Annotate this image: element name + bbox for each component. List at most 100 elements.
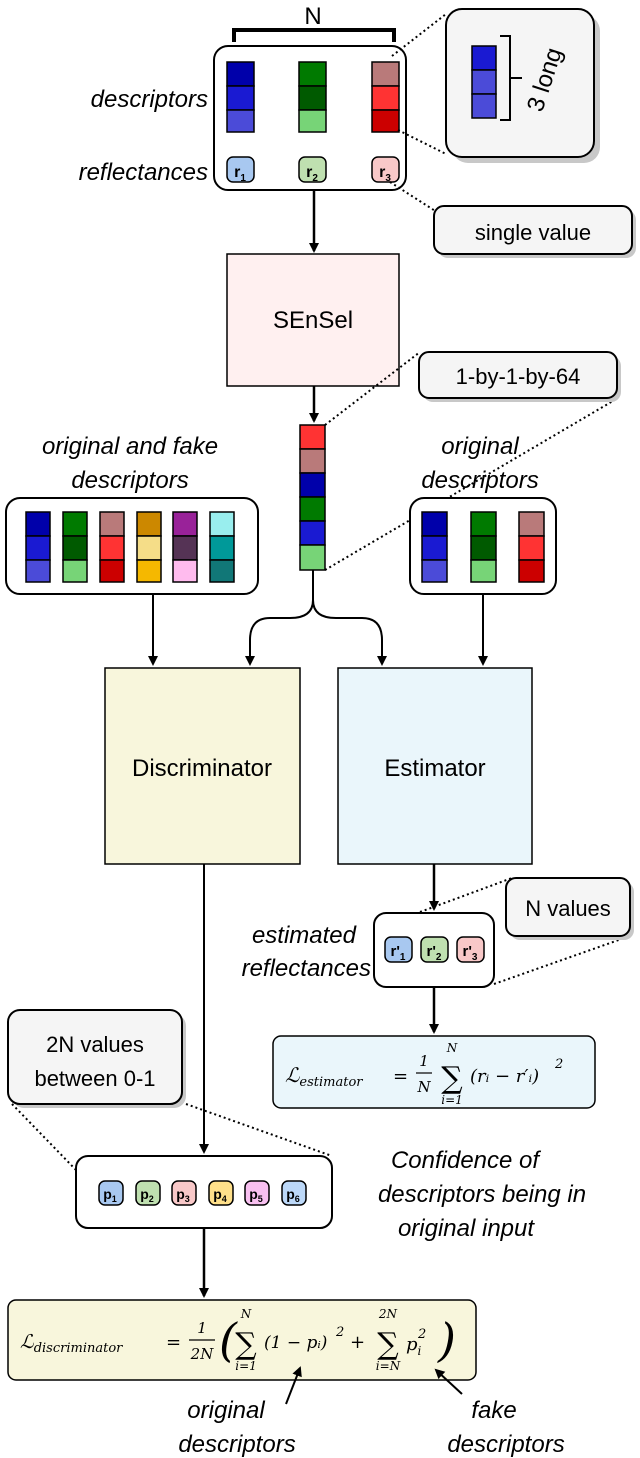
svg-text:): ) <box>437 1313 456 1367</box>
svg-text:=: = <box>393 1066 408 1087</box>
svg-text:i=1: i=1 <box>235 1359 257 1373</box>
svg-text:N: N <box>240 1307 252 1321</box>
n-values-callout: N values <box>505 877 634 940</box>
two-n-values-callout: 2N values between 0-1 <box>7 1009 186 1108</box>
svg-text:i=1: i=1 <box>441 1093 463 1107</box>
confidence-chip-4: p4 <box>208 1180 234 1206</box>
confidence-chip-1: p1 <box>98 1180 124 1206</box>
bottom-fake-label-2: descriptors <box>447 1431 564 1458</box>
svg-text:N: N <box>416 1078 431 1096</box>
bottom-fake-label-1: fake <box>471 1397 516 1424</box>
n-values-dots-top <box>419 877 513 913</box>
confidence-label-3: original input <box>398 1215 535 1242</box>
svg-text:1: 1 <box>197 1319 207 1337</box>
n-values-label: N values <box>525 896 611 921</box>
estimated-label-2: reflectances <box>242 955 371 982</box>
vector-size-label: 1-by-1-by-64 <box>456 364 581 389</box>
confidence-chip-2: p2 <box>135 1180 161 1206</box>
svg-text:p4: p4 <box>213 1186 227 1204</box>
svg-text:2: 2 <box>417 1327 426 1342</box>
confidence-dots-left <box>11 1103 77 1171</box>
confidence-label-1: Confidence of <box>391 1147 541 1174</box>
estimated-label-1: estimated <box>252 922 357 949</box>
discriminator-block <box>104 667 301 865</box>
svg-text:(: ( <box>219 1313 238 1367</box>
vector-dots-bottom <box>324 397 619 571</box>
estimator-loss-box <box>272 1035 596 1109</box>
svg-text:=: = <box>166 1332 181 1353</box>
svg-text:2N: 2N <box>378 1307 398 1321</box>
bottom-original-label-2: descriptors <box>178 1431 295 1458</box>
two-n-values-label-2: between 0-1 <box>34 1066 155 1091</box>
svg-text:r'2: r'2 <box>427 943 442 963</box>
descriptors-label: descriptors <box>91 86 208 113</box>
estimated-chip-1: r'1 <box>384 936 413 963</box>
right-group-label-1: original <box>441 433 519 460</box>
single-value-label: single value <box>475 220 591 245</box>
estimator-label: Estimator <box>384 755 485 782</box>
svg-text:p5: p5 <box>249 1186 263 1204</box>
descriptor-column-1 <box>226 61 255 133</box>
descriptor-column-3 <box>371 61 400 133</box>
svg-text:r1: r1 <box>234 164 246 184</box>
estimator-block <box>337 667 533 865</box>
reflectances-label: reflectances <box>79 159 208 186</box>
svg-text:2: 2 <box>554 1057 563 1072</box>
svg-text:r'1: r'1 <box>391 943 406 963</box>
feature-vector <box>299 424 326 571</box>
svg-text:(1 − pᵢ): (1 − pᵢ) <box>264 1333 327 1353</box>
svg-text:pi: pi <box>406 1334 422 1358</box>
confidence-chip-6: p6 <box>281 1180 307 1206</box>
callout-dots-top <box>391 13 447 57</box>
svg-text:r2: r2 <box>306 164 318 184</box>
reflectance-chip-1: r1 <box>226 156 255 184</box>
confidence-dots-right <box>185 1103 333 1157</box>
bottom-original-label-1: original <box>187 1397 265 1424</box>
svg-text:N: N <box>446 1041 458 1055</box>
svg-text:2: 2 <box>335 1325 344 1340</box>
discriminator-loss-formula: ℒdiscriminator = 1 2N ( N ∑ i=1 (1 − pᵢ)… <box>20 1307 456 1373</box>
discriminator-loss-box <box>7 1299 477 1381</box>
svg-text:∑: ∑ <box>235 1327 257 1362</box>
three-long-callout: 3 long <box>445 8 600 163</box>
svg-text:p3: p3 <box>176 1186 190 1204</box>
estimated-chip-3: r'3 <box>456 936 485 963</box>
left-group-label-1: original and fake <box>42 433 218 460</box>
estimated-chip-2: r'2 <box>420 936 449 963</box>
svg-text:p6: p6 <box>286 1186 300 1204</box>
descriptor-column-2 <box>298 61 327 133</box>
discriminator-label: Discriminator <box>132 755 272 782</box>
svg-text:ℒestimator: ℒestimator <box>285 1063 363 1090</box>
right-descriptor-columns <box>421 511 545 583</box>
sensel-label: SEnSel <box>273 307 353 334</box>
arrow-vector-split <box>245 570 314 666</box>
two-n-values-label-1: 2N values <box>46 1032 144 1057</box>
n-bracket <box>232 28 396 42</box>
svg-text:i=N: i=N <box>376 1359 401 1373</box>
confidence-chip-5: p5 <box>244 1180 270 1206</box>
single-value-callout: single value <box>433 205 636 258</box>
svg-text:p1: p1 <box>103 1186 117 1204</box>
n-values-dots-bottom <box>493 935 631 985</box>
svg-text:ℒdiscriminator: ℒdiscriminator <box>20 1331 123 1356</box>
left-descriptor-columns <box>25 511 235 583</box>
estimator-loss-formula: ℒestimator = 1 N N ∑ i=1 (rᵢ − r′ᵢ) 2 <box>285 1041 563 1107</box>
confidence-label-2: descriptors being in <box>378 1181 586 1208</box>
left-group-label-2: descriptors <box>71 467 188 494</box>
svg-text:p2: p2 <box>140 1186 154 1204</box>
svg-text:2N: 2N <box>190 1345 215 1363</box>
arrow-fake-pointer <box>434 1368 463 1395</box>
vector-size-callout: 1-by-1-by-64 <box>418 351 621 402</box>
arrow-vector-split-right <box>312 599 387 666</box>
svg-text:∑: ∑ <box>377 1327 399 1362</box>
svg-text:r3: r3 <box>379 164 391 184</box>
confidence-chip-3: p3 <box>171 1180 197 1206</box>
right-group-label-2: descriptors <box>421 467 538 494</box>
reflectance-chip-2: r2 <box>298 156 327 184</box>
svg-text:r'3: r'3 <box>463 943 478 963</box>
callout-dots-bottom <box>397 129 447 155</box>
svg-text:1: 1 <box>419 1052 429 1070</box>
svg-text:(rᵢ − r′ᵢ): (rᵢ − r′ᵢ) <box>470 1066 539 1087</box>
svg-text:∑: ∑ <box>441 1061 463 1096</box>
